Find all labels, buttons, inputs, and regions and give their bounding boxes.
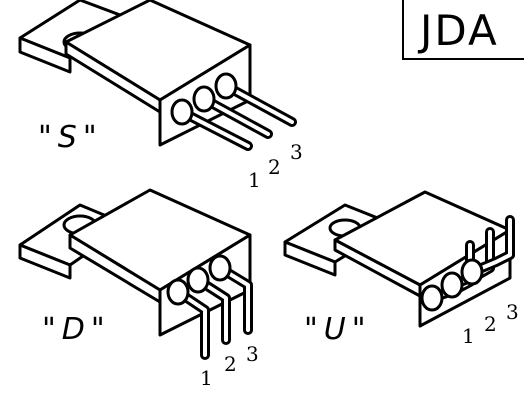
package-s-leads bbox=[170, 72, 297, 151]
jda-logo-text: JDA bbox=[420, 6, 499, 55]
variant-d-pin-2: 2 bbox=[224, 352, 237, 376]
package-d bbox=[18, 188, 253, 360]
package-d-leads bbox=[166, 254, 253, 360]
variant-u-pin-2: 2 bbox=[484, 312, 497, 336]
variant-u-label: "U" bbox=[304, 312, 372, 347]
package-u-leads bbox=[420, 215, 515, 312]
variant-s-label: "S" bbox=[38, 120, 103, 155]
jda-logo: JDA bbox=[402, 0, 524, 60]
variant-d-pin-1: 1 bbox=[200, 366, 213, 390]
variant-s-pin-3: 3 bbox=[290, 140, 303, 164]
package-u bbox=[283, 190, 515, 328]
variant-u-pin-1: 1 bbox=[462, 324, 475, 348]
variant-u-pin-3: 3 bbox=[506, 300, 519, 324]
package-d-tab-edge bbox=[18, 243, 72, 280]
package-s-tab-edge bbox=[18, 36, 72, 74]
package-u-tab-edge bbox=[283, 240, 337, 277]
variant-s-pin-1: 1 bbox=[248, 168, 261, 192]
variant-d-pin-3: 3 bbox=[246, 342, 259, 366]
package-s bbox=[18, 0, 297, 151]
variant-d-label: "D" bbox=[42, 312, 111, 347]
variant-s-pin-2: 2 bbox=[268, 155, 281, 179]
